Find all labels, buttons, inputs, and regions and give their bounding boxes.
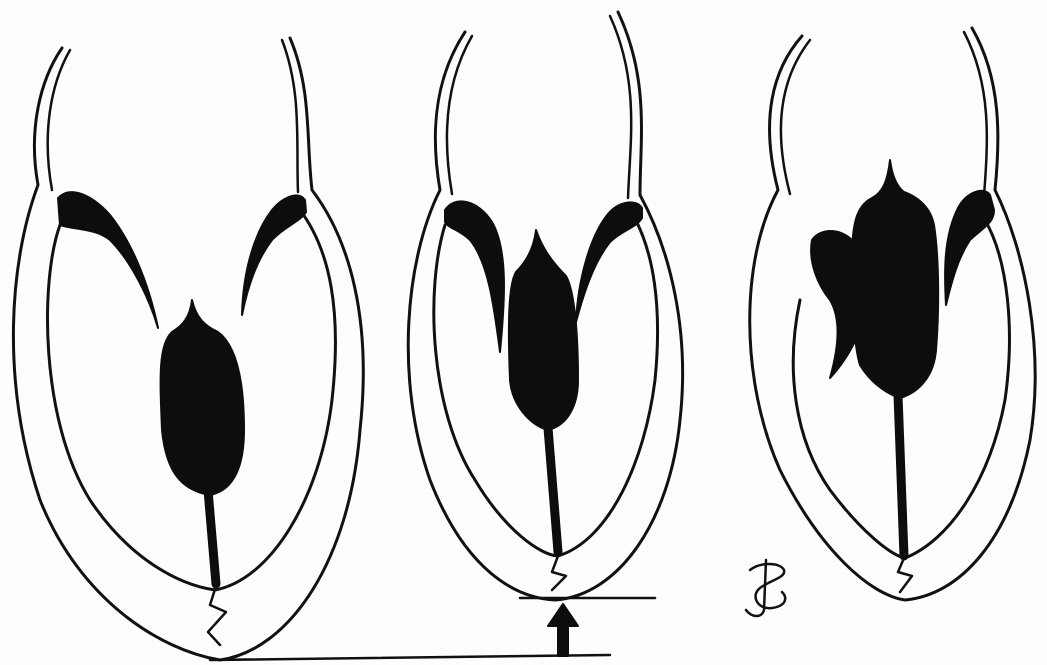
panel-2-zigzag bbox=[552, 556, 566, 590]
panel-3-stalk bbox=[898, 395, 904, 556]
panel-3-neck-right-inner bbox=[964, 32, 987, 196]
panel-1-neck-left-inner bbox=[48, 50, 70, 190]
panel-2-central-body bbox=[509, 230, 578, 430]
signature-mark bbox=[746, 560, 785, 616]
panel-3 bbox=[750, 28, 1035, 600]
lower-reference-line bbox=[210, 655, 610, 660]
panel-1-zigzag bbox=[208, 586, 226, 645]
panel-3-central-body bbox=[852, 160, 938, 398]
panel-2-neck-right-inner bbox=[610, 16, 631, 198]
panel-3-right-leaflet bbox=[945, 191, 994, 305]
panel-2-right-leaflet bbox=[576, 202, 642, 322]
panel-2-stalk bbox=[548, 428, 558, 552]
panel-1-left-leaflet bbox=[58, 192, 158, 328]
panel-1-neck-right-inner bbox=[282, 40, 298, 192]
panel-2-left-leaflet bbox=[445, 201, 504, 352]
panel-1 bbox=[13, 38, 363, 660]
panel-3-zigzag bbox=[898, 558, 912, 592]
up-arrow-icon bbox=[548, 604, 578, 656]
panel-2 bbox=[408, 12, 682, 600]
panel-1-right-leaflet bbox=[242, 195, 306, 315]
panel-1-central-body bbox=[161, 300, 244, 495]
signature-monogram bbox=[746, 560, 785, 616]
panel-1-stalk bbox=[208, 490, 216, 584]
measurement-marker bbox=[210, 598, 655, 660]
